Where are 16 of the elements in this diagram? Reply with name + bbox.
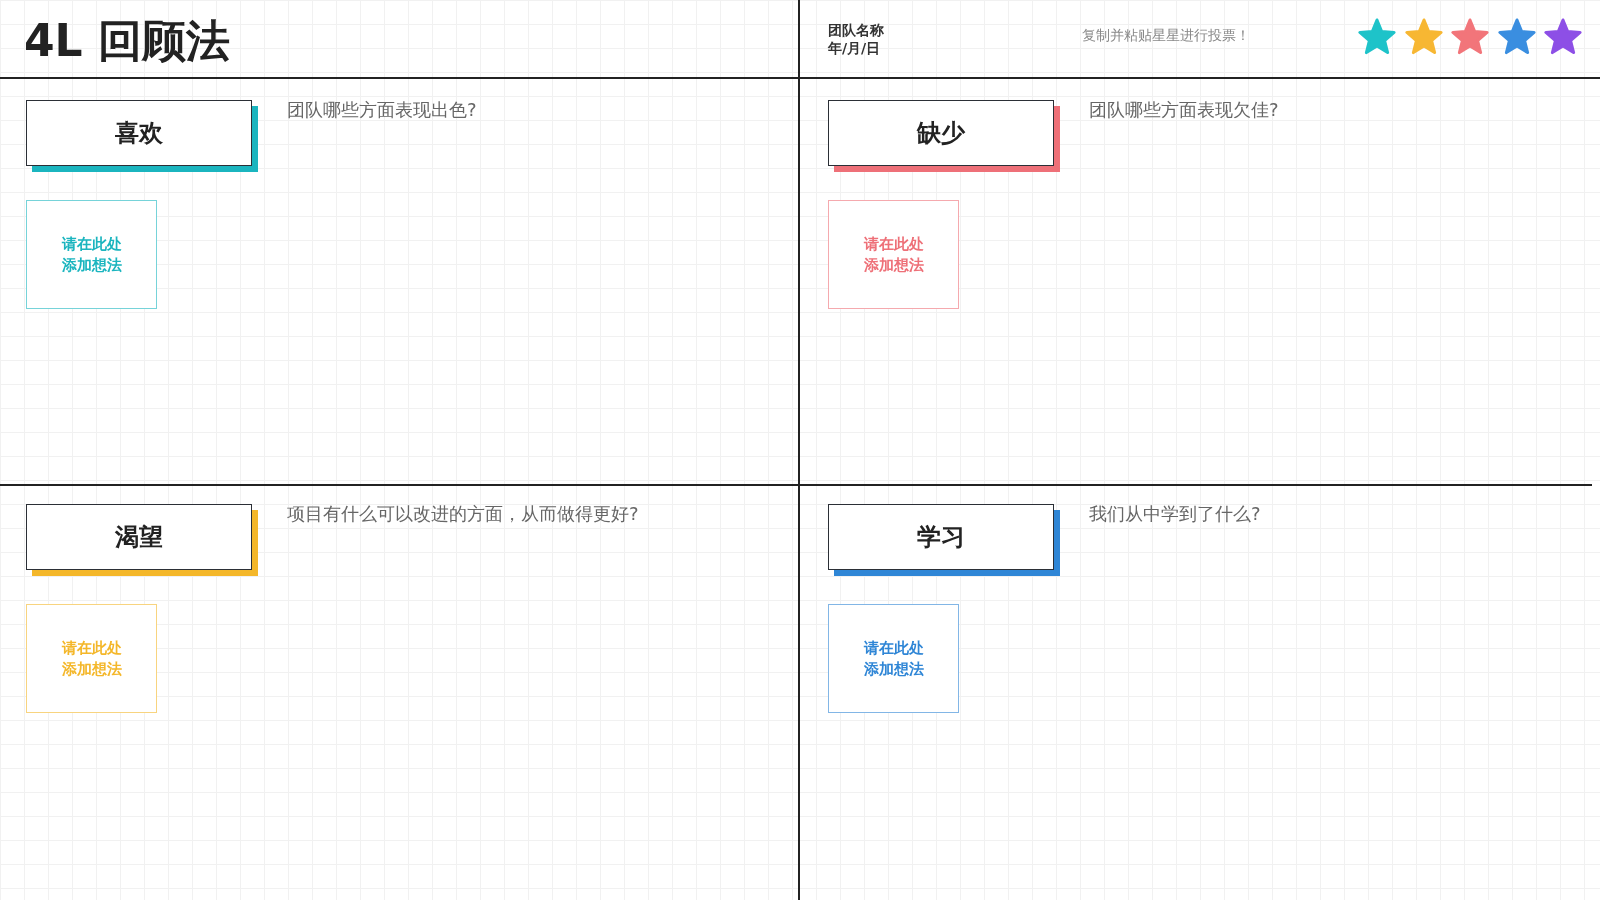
date-label: 年/月/日 <box>828 40 881 58</box>
sticky-note: 请在此处添加想法 <box>26 604 157 713</box>
team-name-label: 团队名称 <box>828 22 884 40</box>
question-text: 我们从中学到了什么? <box>1089 502 1261 526</box>
question-text: 团队哪些方面表现出色? <box>287 98 477 122</box>
heading-box: 学习 <box>828 504 1054 570</box>
sticky-note: 请在此处添加想法 <box>828 200 959 309</box>
heading-box: 缺少 <box>828 100 1054 166</box>
sticky-note: 请在此处添加想法 <box>26 200 157 309</box>
sticky-note: 请在此处添加想法 <box>828 604 959 713</box>
title: 4L 回顾法 <box>24 14 230 68</box>
question-text: 团队哪些方面表现欠佳? <box>1089 98 1279 122</box>
question-text: 项目有什么可以改进的方面，从而做得更好? <box>287 502 639 526</box>
instruction-text: 复制并粘贴星星进行投票！ <box>1082 27 1250 45</box>
heading-box: 渴望 <box>26 504 252 570</box>
heading-box: 喜欢 <box>26 100 252 166</box>
